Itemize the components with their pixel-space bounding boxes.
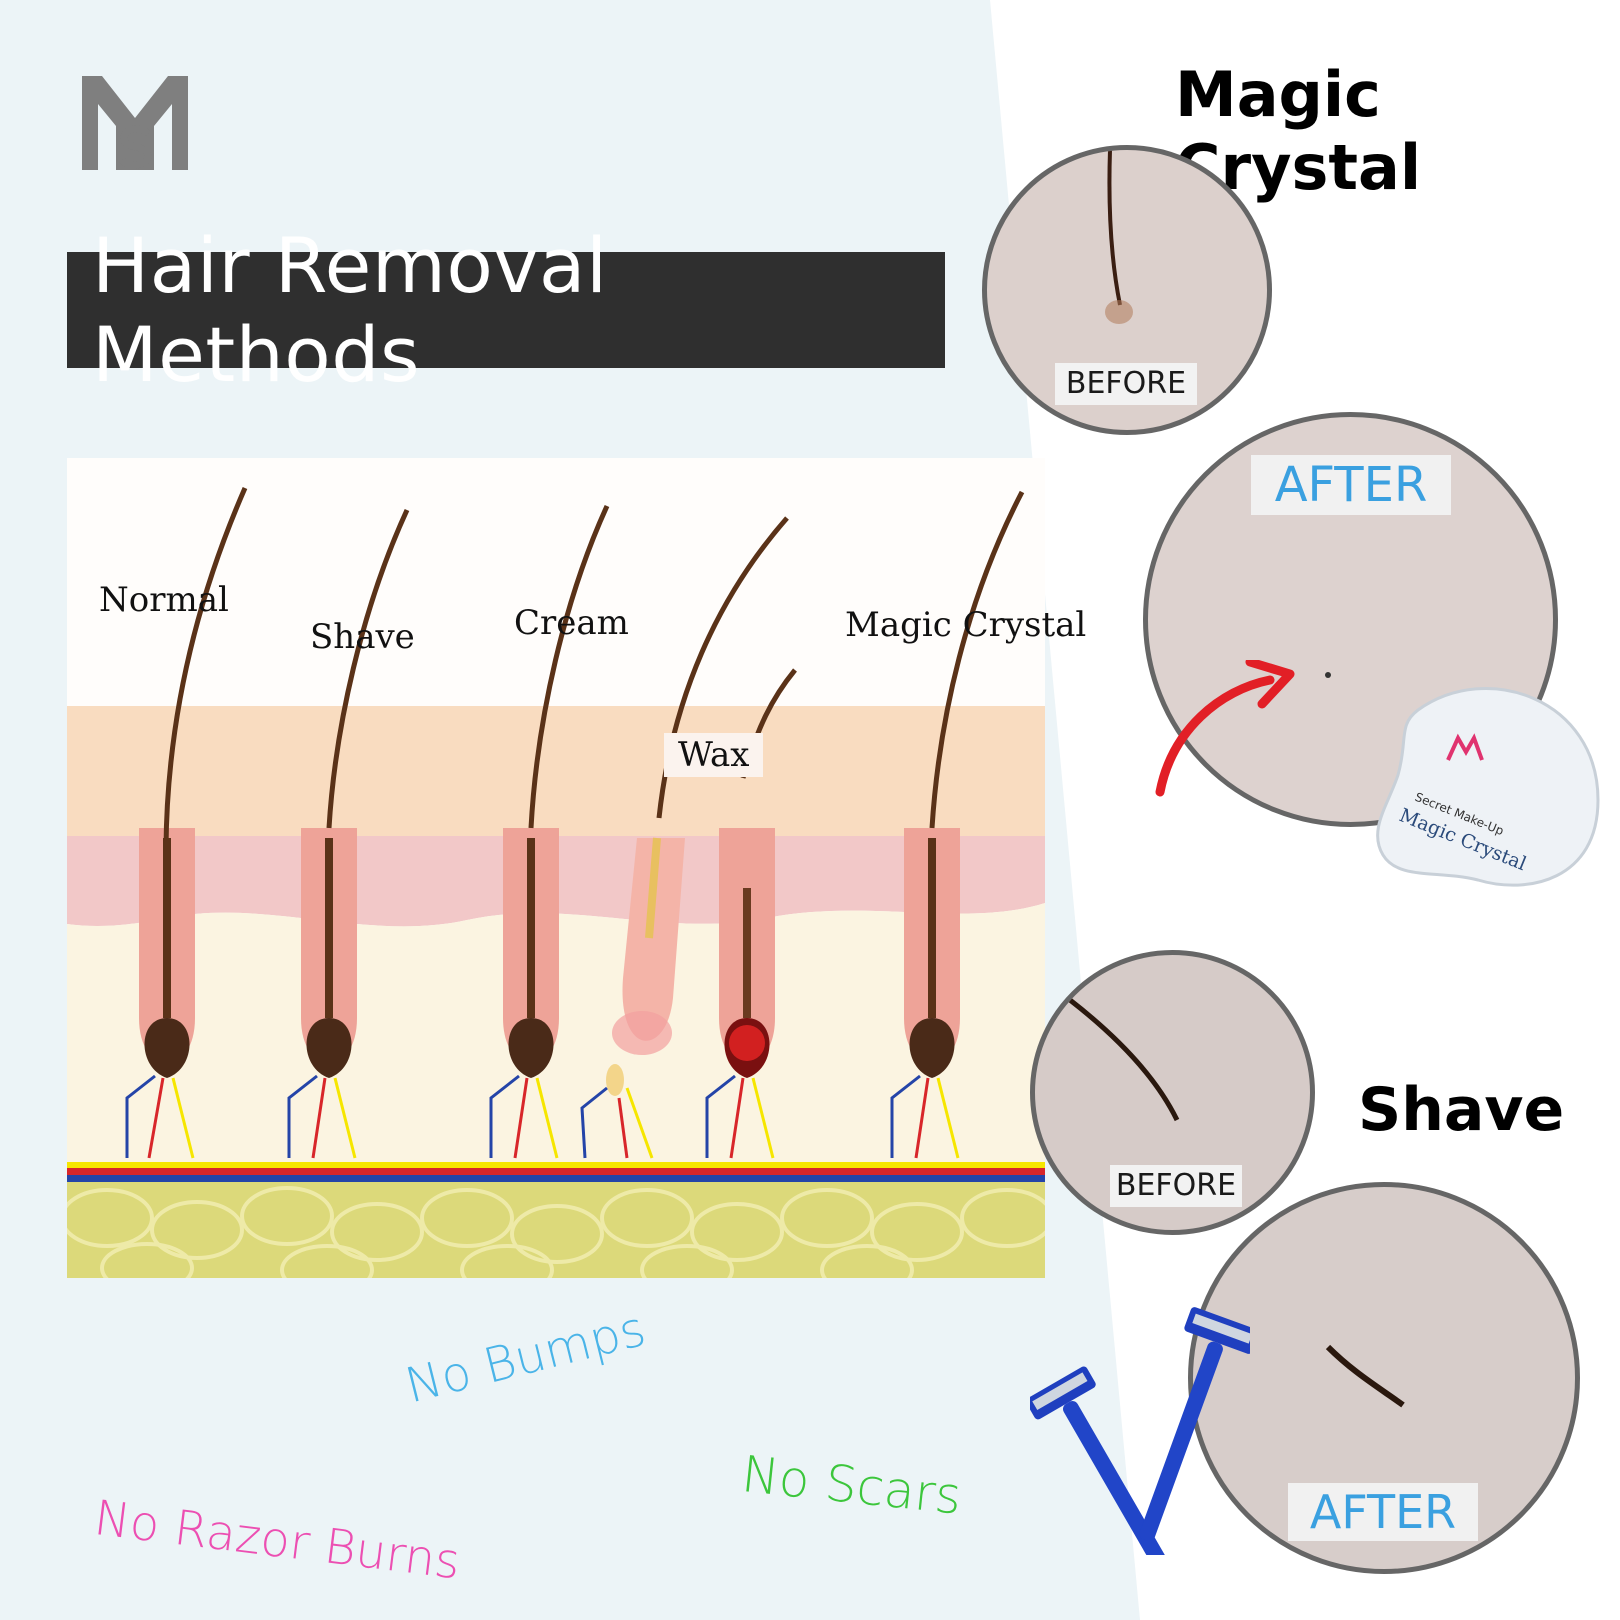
label-normal: Normal (99, 580, 229, 620)
label-wax: Wax (664, 733, 764, 777)
magic-crystal-heading: Magic Crystal (1175, 58, 1422, 204)
shave-heading: Shave (1358, 1075, 1565, 1145)
label-cream: Cream (514, 603, 629, 643)
magic-before-tag: BEFORE (1055, 363, 1197, 405)
label-shave: Shave (310, 617, 415, 657)
shave-after-photo: AFTER (1188, 1182, 1580, 1574)
shave-before-photo: BEFORE (1030, 950, 1315, 1235)
magic-before-photo: BEFORE (982, 145, 1272, 435)
shave-after-tag: AFTER (1288, 1483, 1478, 1541)
red-arrow-icon (1155, 660, 1295, 797)
page-title: Hair Removal Methods (67, 221, 945, 399)
magic-crystal-product-image: Secret Make-Up Magic Crystal (1376, 687, 1600, 887)
label-magic-crystal: Magic Crystal (845, 605, 1087, 645)
hair-removal-diagram (67, 458, 1045, 1278)
razor-icon (1030, 1307, 1250, 1555)
shave-before-tag: BEFORE (1110, 1165, 1242, 1207)
brand-logo (82, 76, 188, 170)
magic-after-tag: AFTER (1251, 455, 1451, 515)
